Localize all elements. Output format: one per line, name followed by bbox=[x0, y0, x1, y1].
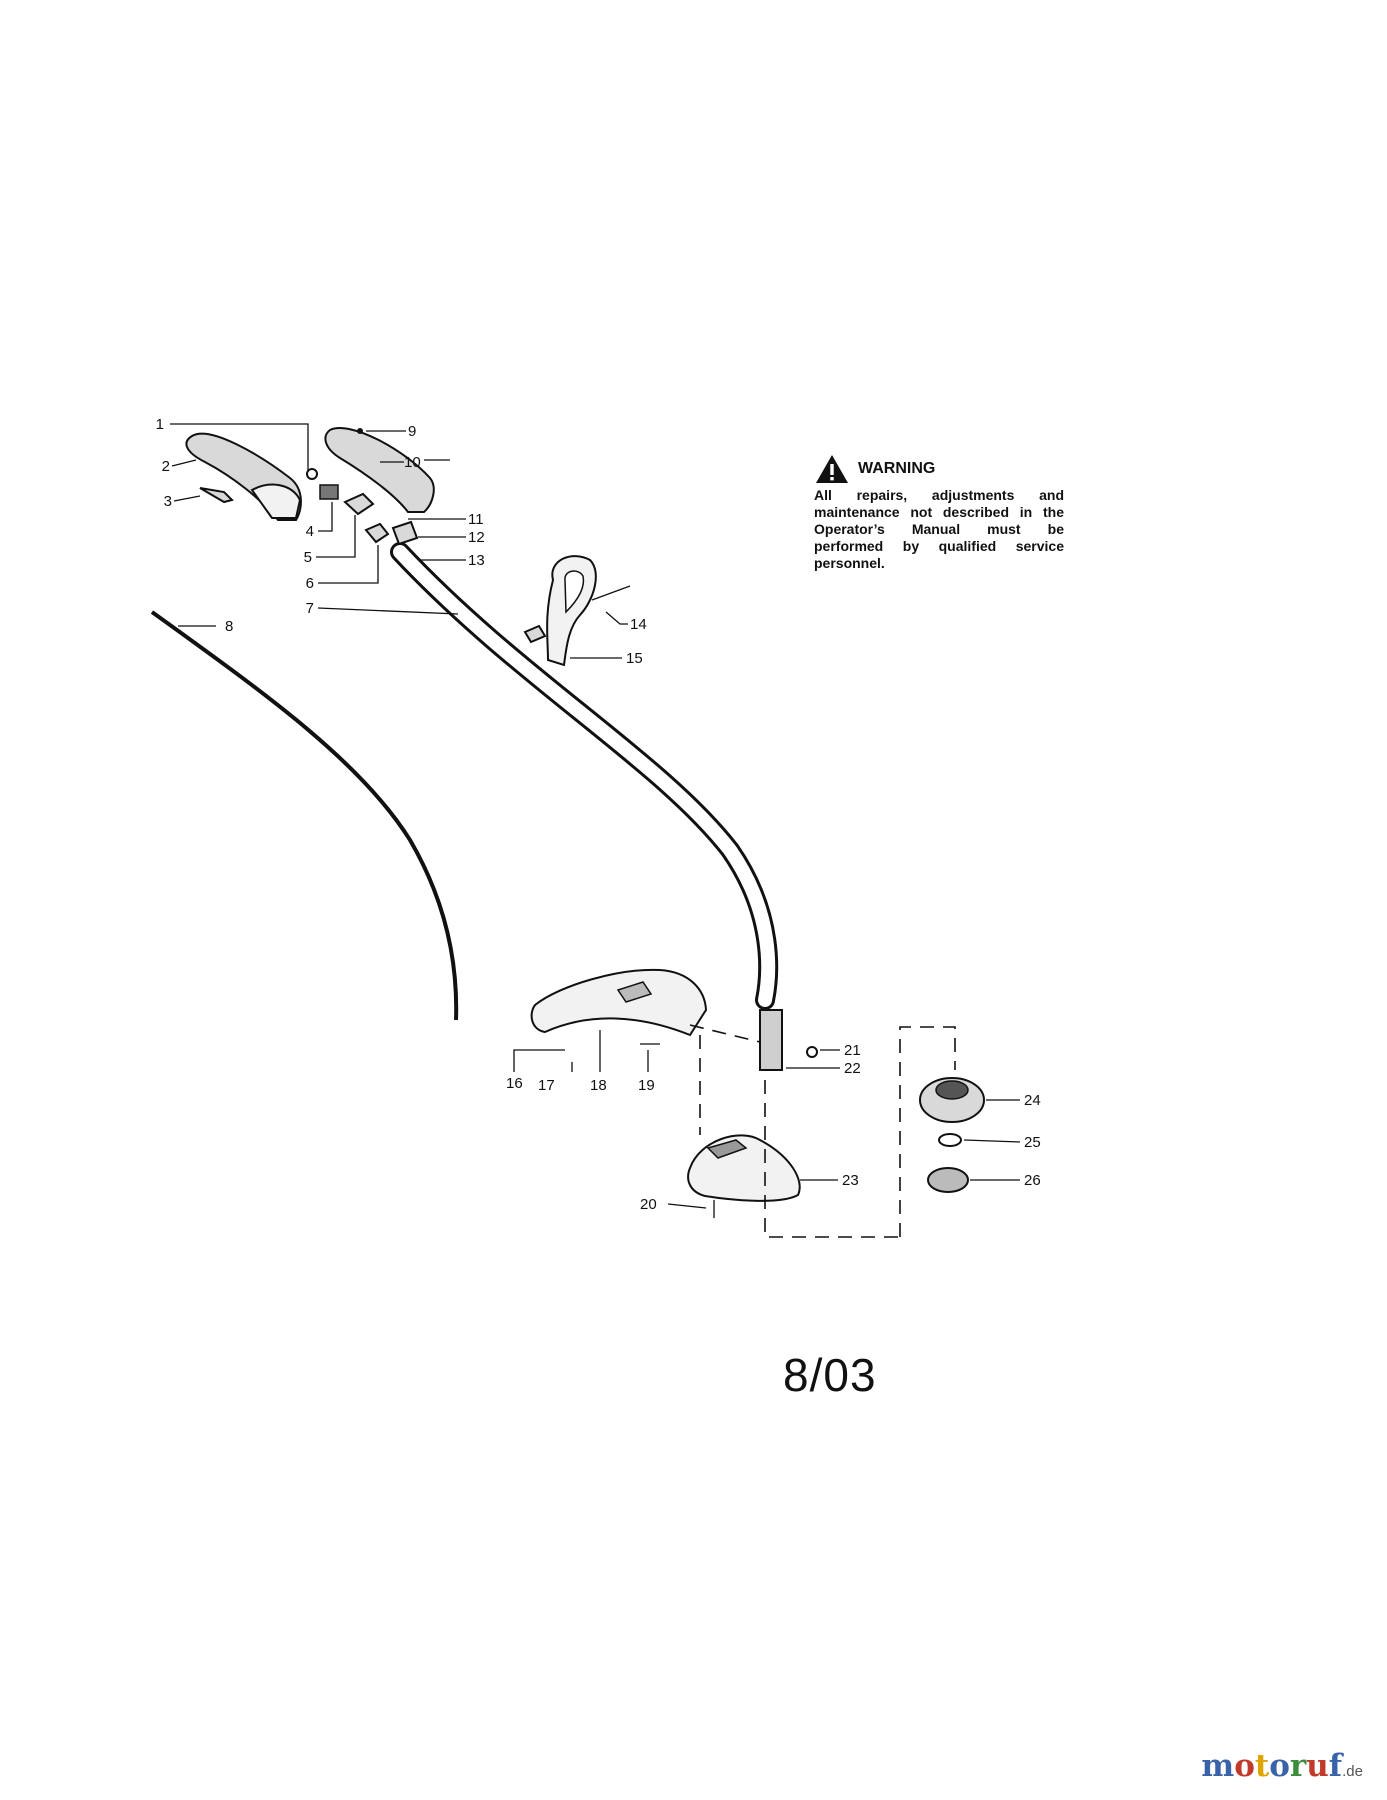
washer bbox=[306, 468, 318, 480]
spool-top bbox=[935, 1080, 969, 1100]
callout-11: 11 bbox=[468, 511, 484, 528]
callout-14: 14 bbox=[630, 616, 647, 633]
callout-22: 22 bbox=[844, 1060, 861, 1077]
callout-9: 9 bbox=[408, 423, 416, 440]
assembly-line-4 bbox=[689, 1024, 761, 1043]
trigger bbox=[343, 492, 375, 516]
callout-7: 7 bbox=[306, 600, 314, 617]
watermark-suffix: .de bbox=[1342, 1763, 1363, 1780]
callout-26: 26 bbox=[1024, 1172, 1041, 1189]
leader-7 bbox=[317, 607, 459, 615]
callout-23: 23 bbox=[842, 1172, 859, 1189]
callout-17: 17 bbox=[538, 1077, 555, 1094]
shield-label bbox=[616, 981, 653, 1003]
callout-3: 3 bbox=[164, 493, 172, 510]
assist-handle-hole bbox=[564, 570, 585, 614]
callout-2: 2 bbox=[162, 458, 170, 475]
watermark-letter: m bbox=[1201, 1748, 1235, 1784]
nut-21 bbox=[806, 1046, 818, 1058]
callout-10: 10 bbox=[404, 454, 421, 471]
watermark-logo: motoruf.de bbox=[1201, 1748, 1363, 1784]
callout-21: 21 bbox=[844, 1042, 861, 1059]
leader-6 bbox=[318, 545, 379, 584]
watermark-letter: f bbox=[1328, 1748, 1343, 1784]
lever-clip bbox=[199, 487, 234, 504]
callout-4: 4 bbox=[306, 523, 314, 540]
wing-nut bbox=[523, 624, 547, 644]
screw-9 bbox=[357, 428, 363, 434]
leader-2 bbox=[171, 459, 197, 467]
watermark-letter: r bbox=[1289, 1748, 1307, 1784]
watermark-letter: t bbox=[1254, 1748, 1270, 1784]
date-code: 8/03 bbox=[783, 1349, 877, 1401]
callout-15: 15 bbox=[626, 650, 643, 667]
shaft-tube-inner bbox=[393, 545, 776, 1007]
warning-title: WARNING bbox=[858, 460, 936, 477]
bolt-14 bbox=[591, 585, 631, 601]
watermark-letter: o bbox=[1269, 1748, 1290, 1784]
leader-5 bbox=[316, 515, 356, 558]
shaft-tube bbox=[390, 542, 779, 1010]
handle-right-half bbox=[324, 427, 435, 513]
leader-3 bbox=[173, 495, 201, 502]
watermark-letter: u bbox=[1306, 1748, 1329, 1784]
spring bbox=[319, 484, 339, 500]
debris-shield bbox=[530, 968, 708, 1037]
cover-clip bbox=[706, 1139, 748, 1159]
callout-5: 5 bbox=[304, 549, 312, 566]
trimmer-cover bbox=[687, 1134, 801, 1202]
clamp-connector bbox=[391, 520, 419, 546]
handle-left-front bbox=[250, 483, 302, 519]
leader-1 bbox=[170, 423, 309, 470]
warning-text: All repairs, adjustments and maintenance… bbox=[814, 487, 1064, 571]
callout-12: 12 bbox=[468, 529, 485, 546]
assembly-line-3 bbox=[899, 1026, 956, 1237]
leader-16 bbox=[513, 1049, 565, 1072]
callout-1: 1 bbox=[156, 416, 164, 433]
lock-nut bbox=[938, 1133, 962, 1147]
callout-25: 25 bbox=[1024, 1134, 1041, 1151]
callout-18: 18 bbox=[590, 1077, 607, 1094]
callout-24: 24 bbox=[1024, 1092, 1041, 1109]
warning-header: WARNING bbox=[814, 453, 1064, 485]
drive-shaft bbox=[150, 610, 459, 1021]
callout-6: 6 bbox=[306, 575, 314, 592]
gear-head bbox=[759, 1009, 783, 1071]
callout-8: 8 bbox=[225, 618, 233, 635]
throttle-lockout bbox=[364, 522, 390, 544]
watermark-letter: o bbox=[1234, 1748, 1255, 1784]
warning-notice: WARNING All repairs, adjustments and mai… bbox=[814, 453, 1064, 572]
callout-13: 13 bbox=[468, 552, 485, 569]
leader-25 bbox=[963, 1139, 1021, 1143]
assembly-line-2 bbox=[764, 1080, 900, 1238]
leader-20 bbox=[667, 1203, 707, 1209]
callout-19: 19 bbox=[638, 1077, 655, 1094]
callout-20: 20 bbox=[640, 1196, 657, 1213]
outer-hub bbox=[927, 1167, 969, 1193]
callout-16: 16 bbox=[506, 1075, 523, 1092]
leader-14 bbox=[605, 611, 628, 625]
leader-4 bbox=[318, 502, 333, 532]
warning-triangle-icon bbox=[816, 455, 848, 483]
